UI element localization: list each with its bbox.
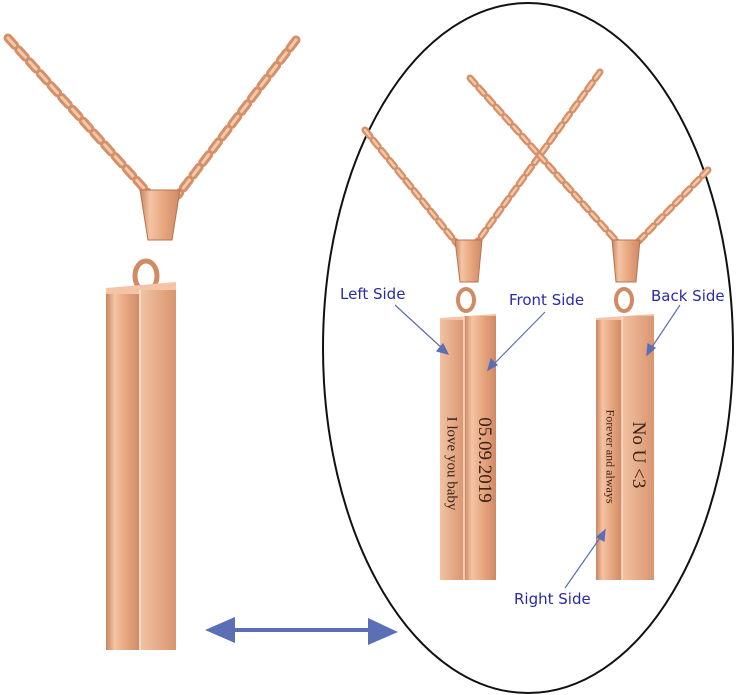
double-arrow	[205, 617, 398, 645]
front-pendant	[361, 68, 604, 580]
engraving-back: No U <3	[628, 421, 649, 489]
large-bar-front	[106, 294, 140, 650]
callout-arrows	[394, 304, 681, 589]
engraving-right: Forever and always	[603, 409, 618, 504]
large-chain	[3, 33, 301, 200]
engraving-front: 05.09.2019	[474, 417, 495, 503]
back-pendant	[466, 74, 712, 580]
engraving-left: I love you baby	[443, 416, 460, 511]
detail-oval-frame	[322, 2, 734, 694]
label-back-side: Back Side	[651, 287, 725, 305]
large-pendant	[3, 33, 301, 650]
label-left-side: Left Side	[340, 285, 406, 303]
label-right-side: Right Side	[514, 590, 591, 608]
label-front-side: Front Side	[509, 291, 585, 309]
large-bar-side	[140, 290, 176, 650]
large-bail	[139, 189, 181, 241]
